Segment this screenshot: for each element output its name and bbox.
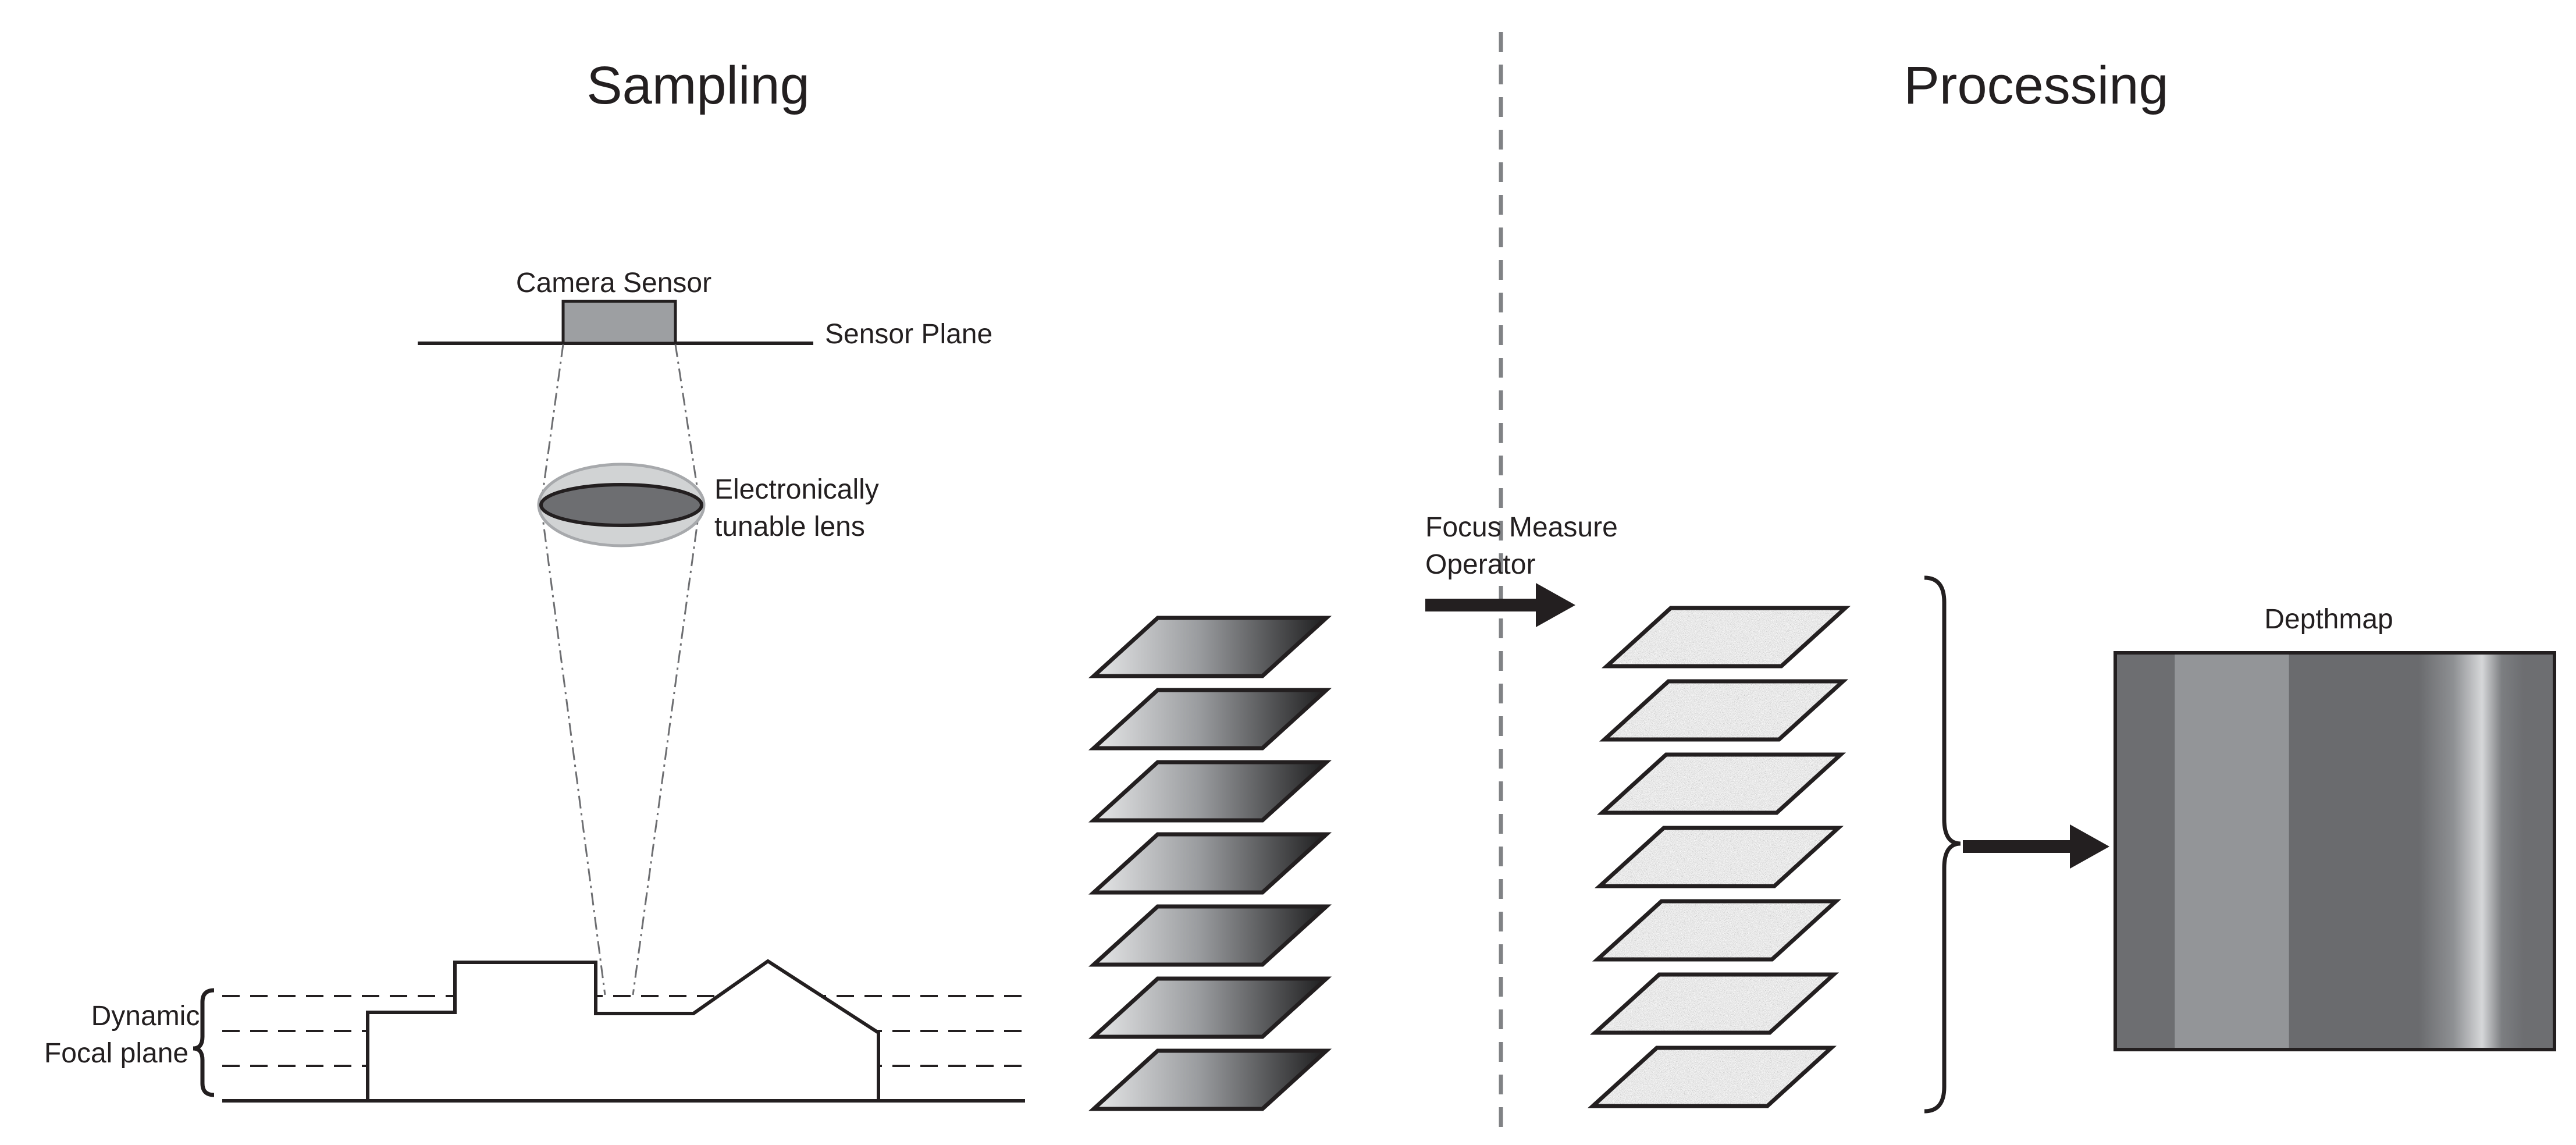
focus-measure-slice-6 <box>1589 972 1840 1035</box>
tunable-lens <box>537 463 706 547</box>
scene-object <box>366 959 880 1103</box>
image-slice-4 <box>1088 832 1332 895</box>
focus-measure-slice-1 <box>1601 606 1851 668</box>
sensor-plane-label: Sensor Plane <box>825 319 992 350</box>
focus-measure-stack <box>1587 606 1851 1108</box>
depthmap-arrow <box>1963 824 2109 869</box>
optical-rays <box>540 344 701 995</box>
lens-label-line2: tunable lens <box>714 511 865 542</box>
image-slice-1 <box>1088 616 1332 678</box>
processing-heading: Processing <box>1903 56 2168 115</box>
focus-measure-slice-5 <box>1592 899 1842 962</box>
operator-arrow <box>1425 583 1575 627</box>
depthmap-label: Depthmap <box>2264 604 2393 635</box>
depthmap-image <box>2114 651 2556 1051</box>
focus-measure-slice-3 <box>1596 752 1846 815</box>
focus-measure-slice-7 <box>1587 1046 1837 1108</box>
focus-measure-slice-4 <box>1594 826 1844 888</box>
sampling-heading: Sampling <box>586 56 810 115</box>
camera-sensor <box>561 300 677 345</box>
operator-label-line1: Focus Measure <box>1425 512 1618 543</box>
stack-brace <box>1924 575 1961 1114</box>
image-slice-2 <box>1088 688 1332 751</box>
operator-label-line2: Operator <box>1425 549 1535 580</box>
camera-sensor-label: Camera Sensor <box>516 268 711 298</box>
image-stack <box>1088 616 1332 1111</box>
focus-measure-slice-2 <box>1599 679 1849 742</box>
lens-label-line1: Electronically <box>714 474 879 505</box>
focal-plane-label-line2: Focal plane <box>44 1038 188 1069</box>
image-slice-5 <box>1088 904 1332 967</box>
focal-plane-label-line1: Dynamic <box>91 1001 200 1032</box>
focal-plane-brace <box>193 988 215 1097</box>
image-slice-6 <box>1088 976 1332 1039</box>
image-slice-3 <box>1088 760 1332 823</box>
image-slice-7 <box>1088 1048 1332 1111</box>
